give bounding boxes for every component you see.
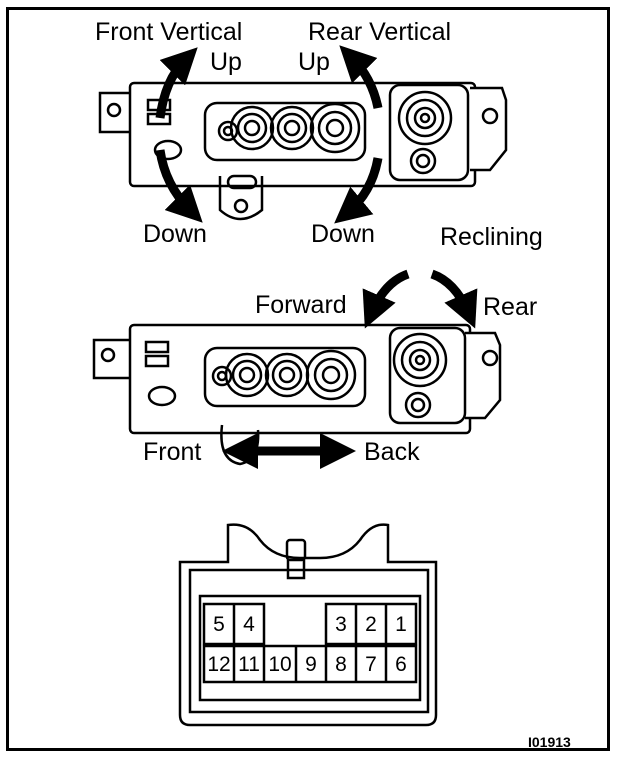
label-front-up: Up <box>210 48 242 76</box>
rear-vertical-arrows <box>334 45 383 224</box>
pin-3: 3 <box>335 612 347 636</box>
pin-6: 6 <box>395 652 407 676</box>
label-forward: Forward <box>255 291 347 319</box>
figure-code: I01913 <box>528 734 571 750</box>
pin-4: 4 <box>243 612 255 636</box>
pin-1: 1 <box>395 612 407 636</box>
label-rear-vertical: Rear Vertical <box>308 18 452 46</box>
label-rear-up: Up <box>298 48 330 76</box>
pin-9: 9 <box>305 652 317 676</box>
label-reclining: Reclining <box>440 223 543 251</box>
pin-10: 10 <box>268 652 292 676</box>
label-rear: Rear <box>483 293 538 321</box>
pin-5: 5 <box>213 612 225 636</box>
pin-2: 2 <box>365 612 377 636</box>
reclining-arrows <box>362 269 478 329</box>
connector-outline <box>178 523 438 727</box>
pin-12: 12 <box>207 652 231 676</box>
label-front-down: Down <box>143 220 207 248</box>
diagram-frame <box>6 7 610 751</box>
label-front-vertical: Front Vertical <box>95 18 243 46</box>
power-seat-switch-middle <box>92 323 502 466</box>
connector-grid <box>202 602 418 684</box>
pin-8: 8 <box>335 652 347 676</box>
pin-7: 7 <box>365 652 377 676</box>
label-front: Front <box>143 438 202 466</box>
label-back: Back <box>364 438 420 466</box>
pin-11: 11 <box>238 652 260 676</box>
front-vertical-arrows <box>155 47 203 223</box>
label-rear-down: Down <box>311 220 375 248</box>
power-seat-switch-top <box>98 81 508 221</box>
